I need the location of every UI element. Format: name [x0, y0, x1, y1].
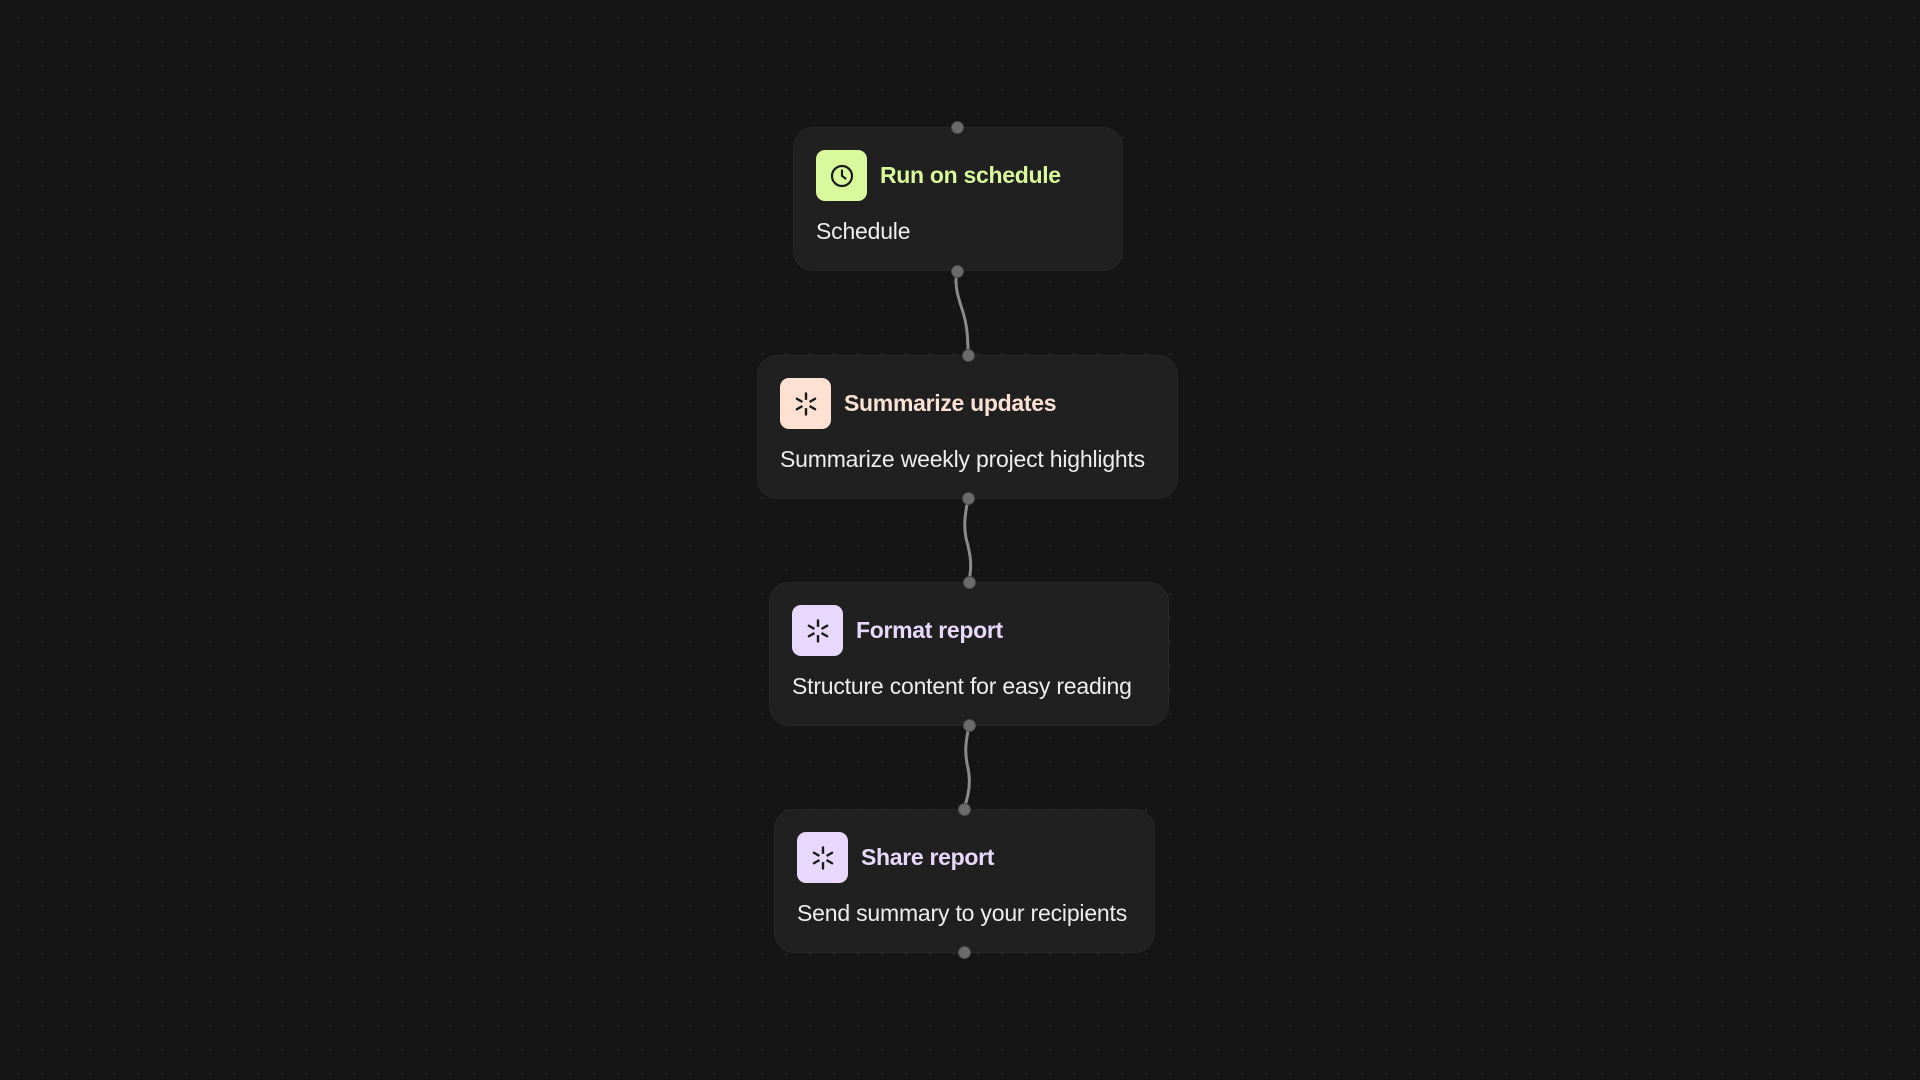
node-summarize-updates[interactable]: Summarize updates Summarize weekly proje… — [757, 355, 1178, 499]
node-share-report[interactable]: Share report Send summary to your recipi… — [774, 809, 1155, 953]
asterisk-icon — [792, 605, 843, 656]
node-header: Run on schedule — [816, 150, 1061, 201]
node-title: Summarize updates — [844, 390, 1057, 416]
node-title: Run on schedule — [880, 162, 1061, 188]
node-description: Schedule — [816, 218, 911, 244]
node-description: Summarize weekly project highlights — [780, 446, 1145, 472]
asterisk-icon — [780, 378, 831, 429]
output-port[interactable] — [957, 945, 971, 959]
input-port[interactable] — [962, 575, 976, 589]
input-port[interactable] — [961, 348, 975, 362]
node-description: Send summary to your recipients — [797, 900, 1127, 926]
output-port[interactable] — [962, 718, 976, 732]
output-port[interactable] — [950, 264, 964, 278]
node-format-report[interactable]: Format report Structure content for easy… — [769, 582, 1169, 726]
node-run-on-schedule[interactable]: Run on schedule Schedule — [793, 127, 1123, 271]
node-header: Share report — [797, 832, 994, 883]
clock-icon — [816, 150, 867, 201]
node-title: Share report — [861, 844, 995, 870]
node-header: Summarize updates — [780, 378, 1056, 429]
output-port[interactable] — [961, 491, 975, 505]
node-header: Format report — [792, 605, 1003, 656]
input-port[interactable] — [950, 120, 964, 134]
node-title: Format report — [856, 617, 1003, 643]
node-description: Structure content for easy reading — [792, 673, 1132, 699]
input-port[interactable] — [957, 802, 971, 816]
asterisk-icon — [797, 832, 848, 883]
